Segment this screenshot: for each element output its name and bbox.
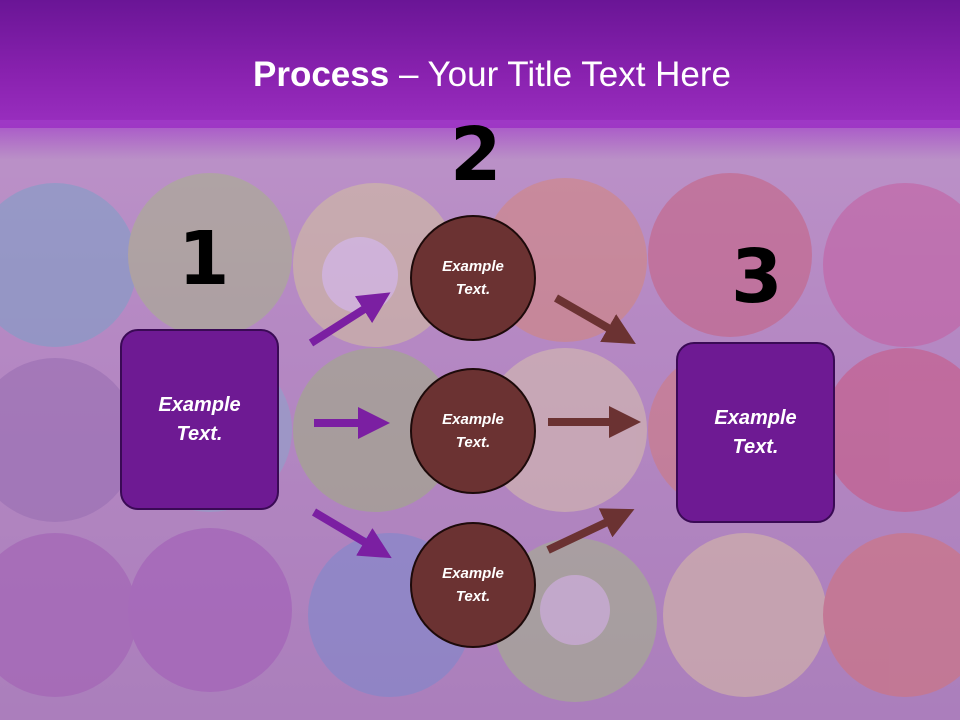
step-number-3: 3 <box>731 234 783 320</box>
circle-top: Example Text. <box>410 215 536 341</box>
circle-bottom: Example Text. <box>410 522 536 648</box>
step-number-1: 1 <box>178 216 230 302</box>
slide-title: Process – Your Title Text Here <box>0 52 960 98</box>
left-box-text: Example Text. <box>158 393 241 445</box>
circle-bottom-text: Example Text. <box>442 565 504 605</box>
arrow-top-to-right <box>554 294 636 344</box>
title-rest: – Your Title Text Here <box>389 55 731 94</box>
arrow-left-to-top <box>308 292 391 347</box>
title-bold: Process <box>253 55 390 94</box>
arrow-bottom-to-right <box>546 508 635 554</box>
right-box: Example Text. <box>676 342 835 523</box>
right-box-text: Example Text. <box>714 406 797 458</box>
circle-middle: Example Text. <box>410 368 536 494</box>
left-box: Example Text. <box>120 329 279 510</box>
header-bar <box>0 0 960 128</box>
step-number-2: 2 <box>450 112 502 198</box>
header-fade <box>0 120 960 160</box>
circle-top-text: Example Text. <box>442 258 504 298</box>
arrow-left-to-bottom <box>311 508 392 559</box>
circle-middle-text: Example Text. <box>442 411 504 451</box>
